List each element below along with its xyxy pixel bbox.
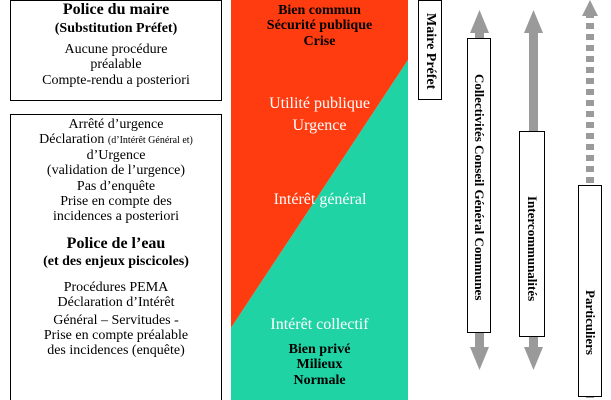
intercommunalites-arrow-head-up — [524, 10, 543, 33]
eau-line: des incidences (enquête) — [47, 343, 185, 359]
eau-line: Déclaration d’Intérêt — [57, 295, 175, 311]
urgence-line: Arrêté d’urgence — [68, 117, 164, 132]
green-triangle — [231, 60, 408, 328]
urgence-line: incidences a posteriori — [53, 209, 179, 225]
utilite-publique-label: Utilité publique Urgence — [269, 95, 370, 135]
intercommunalites-box: Intercommunalités — [519, 131, 545, 337]
collectivites-label: Collectivités Conseil Général Communes — [472, 74, 487, 301]
maire-line: préalable — [90, 57, 142, 73]
priority-scale-graphic — [231, 0, 408, 400]
urgence-line: Déclaration (d’Intérêt Général et) — [11, 132, 221, 147]
collectivites-arrow-head-down — [470, 347, 489, 370]
police-maire-title: Police du maire — [62, 1, 170, 18]
police-eau-title: Police de l’eau — [66, 234, 166, 252]
bien-prive-band — [231, 328, 408, 400]
particuliers-box: Particuliers — [578, 185, 602, 397]
police-maire-box: Police du maire (Substitution Préfet) Au… — [10, 0, 222, 101]
bien-commun-band — [231, 0, 408, 60]
eau-line: Procédures PEMA — [63, 279, 169, 295]
bien-prive-label: Bien privé Milieux Normale — [288, 342, 351, 388]
intercommunalites-arrow-head-down — [524, 347, 543, 370]
interet-collectif-label: Intérêt collectif — [270, 316, 369, 333]
urgence-line: Pas d’enquête — [76, 178, 156, 194]
maire-prefet-label: Maire Préfet — [423, 12, 438, 90]
maire-line: Compte-rendu a posteriori — [42, 72, 190, 88]
particuliers-label: Particuliers — [583, 289, 598, 355]
urgence-declaration: Déclaration — [39, 132, 105, 148]
collectivites-box: Collectivités Conseil Général Communes — [467, 38, 491, 333]
particuliers-arrow-head-up — [582, 0, 598, 16]
urgence-line: (validation de l’urgence) — [46, 163, 186, 179]
maire-line: Aucune procédure — [64, 41, 168, 57]
bien-commun-label: Bien commun Sécurité publique Crise — [266, 3, 373, 49]
urgence-line: Prise en compte des — [60, 193, 172, 209]
eau-line: Prise en compte préalable — [43, 327, 189, 343]
police-maire-subtitle: (Substitution Préfet) — [54, 20, 178, 36]
eau-line: Général – Servitudes - — [53, 312, 179, 328]
collectivites-arrow-head-up — [470, 10, 489, 33]
intercommunalites-label: Intercommunalités — [525, 196, 540, 302]
urgence-declaration-note: (d’Intérêt Général et) — [107, 135, 193, 147]
interet-general-label: Intérêt général — [273, 191, 367, 208]
maire-prefet-box: Maire Préfet — [418, 0, 442, 100]
urgence-eau-box: Arrêté d’urgence Déclaration (d’Intérêt … — [10, 114, 222, 400]
police-eau-subtitle: (et des enjeux piscicoles) — [43, 254, 189, 270]
urgence-line: d’Urgence — [86, 147, 146, 163]
